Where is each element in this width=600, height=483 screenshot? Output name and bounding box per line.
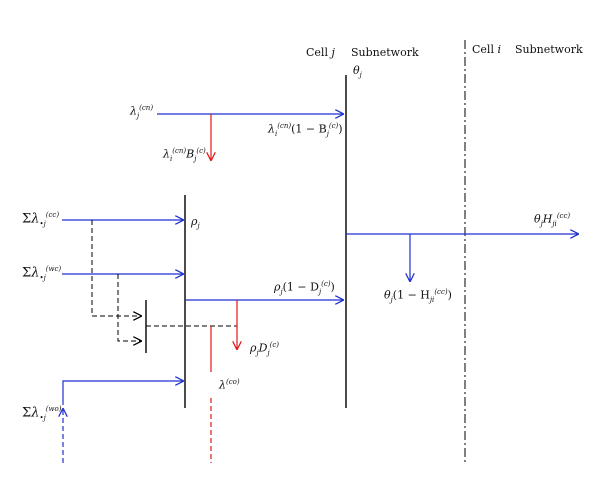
rho-j-label: ρj	[191, 215, 200, 231]
cell-i-header: Cell i	[472, 43, 501, 56]
theta-out-label: θjHji(cc)	[534, 212, 571, 228]
lambda-co-label: λ(co)	[219, 378, 240, 392]
sum-wo-label: Σλ•j(wo)	[22, 405, 62, 422]
lambda-cn-pass-label: λi(cn)(1 − Bj(c))	[268, 122, 343, 138]
lambda-cn-block-label: λi(cn)Bj(c)	[163, 147, 206, 163]
rho-pass-label: ρj(1 − Dj(c))	[274, 280, 335, 296]
sum-cc-label: Σλ•j(cc)	[22, 211, 60, 228]
rho-drop-label: ρjDj(c)	[250, 341, 280, 357]
sum-wc-blocked-path	[117, 274, 141, 341]
subnetwork-j-header: Subnetwork	[351, 46, 419, 59]
theta-j-label: θj	[353, 64, 362, 80]
lambda-cn-in-label: λj(cn)	[130, 104, 154, 120]
theta-stay-label: θj(1 − Hji(cc))	[384, 288, 452, 304]
cell-j-header: Cell j	[306, 46, 335, 59]
sum-cc-blocked-path	[91, 220, 141, 316]
subnetwork-i-header: Subnetwork	[515, 43, 583, 56]
sum-wo-arrow	[62, 381, 183, 405]
sum-wc-label: Σλ•j(wc)	[22, 265, 62, 282]
